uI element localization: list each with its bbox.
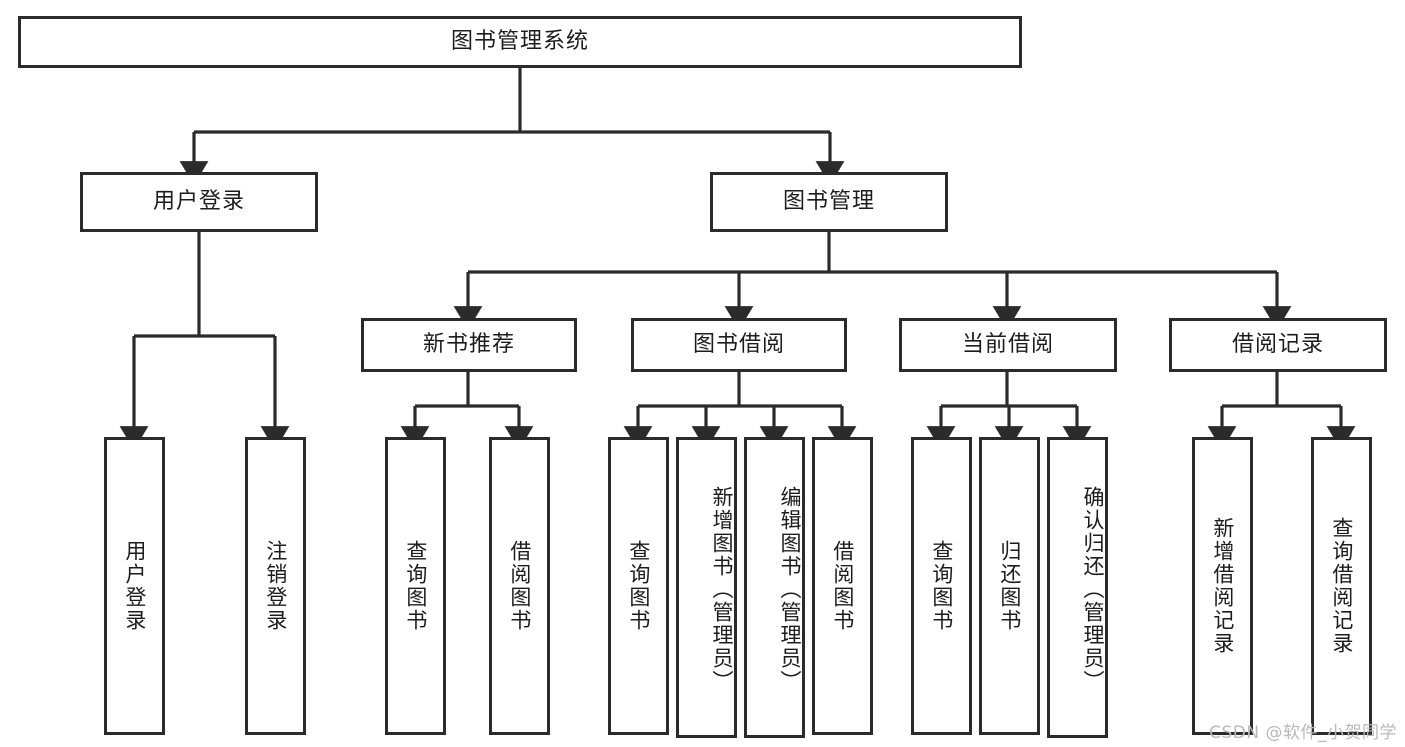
node-leaf-query-book-2-label: 查询图书 (626, 540, 651, 632)
node-leaf-query-record-label: 查询借阅记录 (1329, 517, 1354, 655)
node-leaf-add-book[interactable]: 新增图书（管理员） (676, 437, 737, 738)
node-leaf-edit-book-label: 编辑图书（管理员） (778, 486, 802, 693)
node-leaf-query-record[interactable]: 查询借阅记录 (1311, 437, 1372, 735)
node-leaf-query-book-1-label: 查询图书 (403, 540, 428, 632)
node-leaf-query-book-1[interactable]: 查询图书 (385, 437, 446, 735)
node-borrow-record-label: 借阅记录 (1231, 331, 1324, 357)
node-user-login-label: 用户登录 (152, 188, 245, 214)
node-leaf-add-record-label: 新增借阅记录 (1210, 517, 1235, 655)
node-root-label: 图书管理系统 (450, 28, 589, 54)
node-leaf-return-book-label: 归还图书 (997, 540, 1022, 632)
node-leaf-borrow-book-2-label: 借阅图书 (830, 540, 855, 632)
node-leaf-query-book-3[interactable]: 查询图书 (911, 437, 972, 735)
node-leaf-add-book-label: 新增图书（管理员） (710, 486, 734, 693)
node-new-book-recommend-label: 新书推荐 (422, 331, 515, 357)
node-leaf-borrow-book-2[interactable]: 借阅图书 (812, 437, 873, 735)
node-current-borrow[interactable]: 当前借阅 (899, 318, 1117, 372)
node-leaf-return-book[interactable]: 归还图书 (979, 437, 1040, 735)
node-leaf-query-book-3-label: 查询图书 (929, 540, 954, 632)
node-leaf-borrow-book-1[interactable]: 借阅图书 (489, 437, 550, 735)
csdn-watermark: CSDN @软件_小贺同学 (1209, 723, 1397, 743)
node-root[interactable]: 图书管理系统 (18, 16, 1022, 68)
node-book-borrow[interactable]: 图书借阅 (631, 318, 847, 372)
node-leaf-confirm-return[interactable]: 确认归还（管理员） (1047, 437, 1108, 738)
node-leaf-edit-book[interactable]: 编辑图书（管理员） (744, 437, 805, 738)
node-leaf-logout-login[interactable]: 注销登录 (245, 437, 306, 735)
node-borrow-record[interactable]: 借阅记录 (1169, 318, 1387, 372)
node-leaf-add-record[interactable]: 新增借阅记录 (1192, 437, 1253, 735)
node-leaf-logout-login-label: 注销登录 (263, 540, 288, 632)
node-leaf-confirm-return-label: 确认归还（管理员） (1081, 486, 1105, 693)
node-book-borrow-label: 图书借阅 (692, 331, 785, 357)
node-new-book-recommend[interactable]: 新书推荐 (361, 318, 577, 372)
node-book-management[interactable]: 图书管理 (710, 172, 948, 232)
node-book-management-label: 图书管理 (782, 188, 875, 214)
node-leaf-user-login-label: 用户登录 (122, 540, 147, 632)
node-leaf-user-login[interactable]: 用户登录 (104, 437, 165, 735)
node-user-login[interactable]: 用户登录 (80, 172, 318, 232)
node-leaf-borrow-book-1-label: 借阅图书 (507, 540, 532, 632)
node-current-borrow-label: 当前借阅 (961, 331, 1054, 357)
node-leaf-query-book-2[interactable]: 查询图书 (608, 437, 669, 735)
